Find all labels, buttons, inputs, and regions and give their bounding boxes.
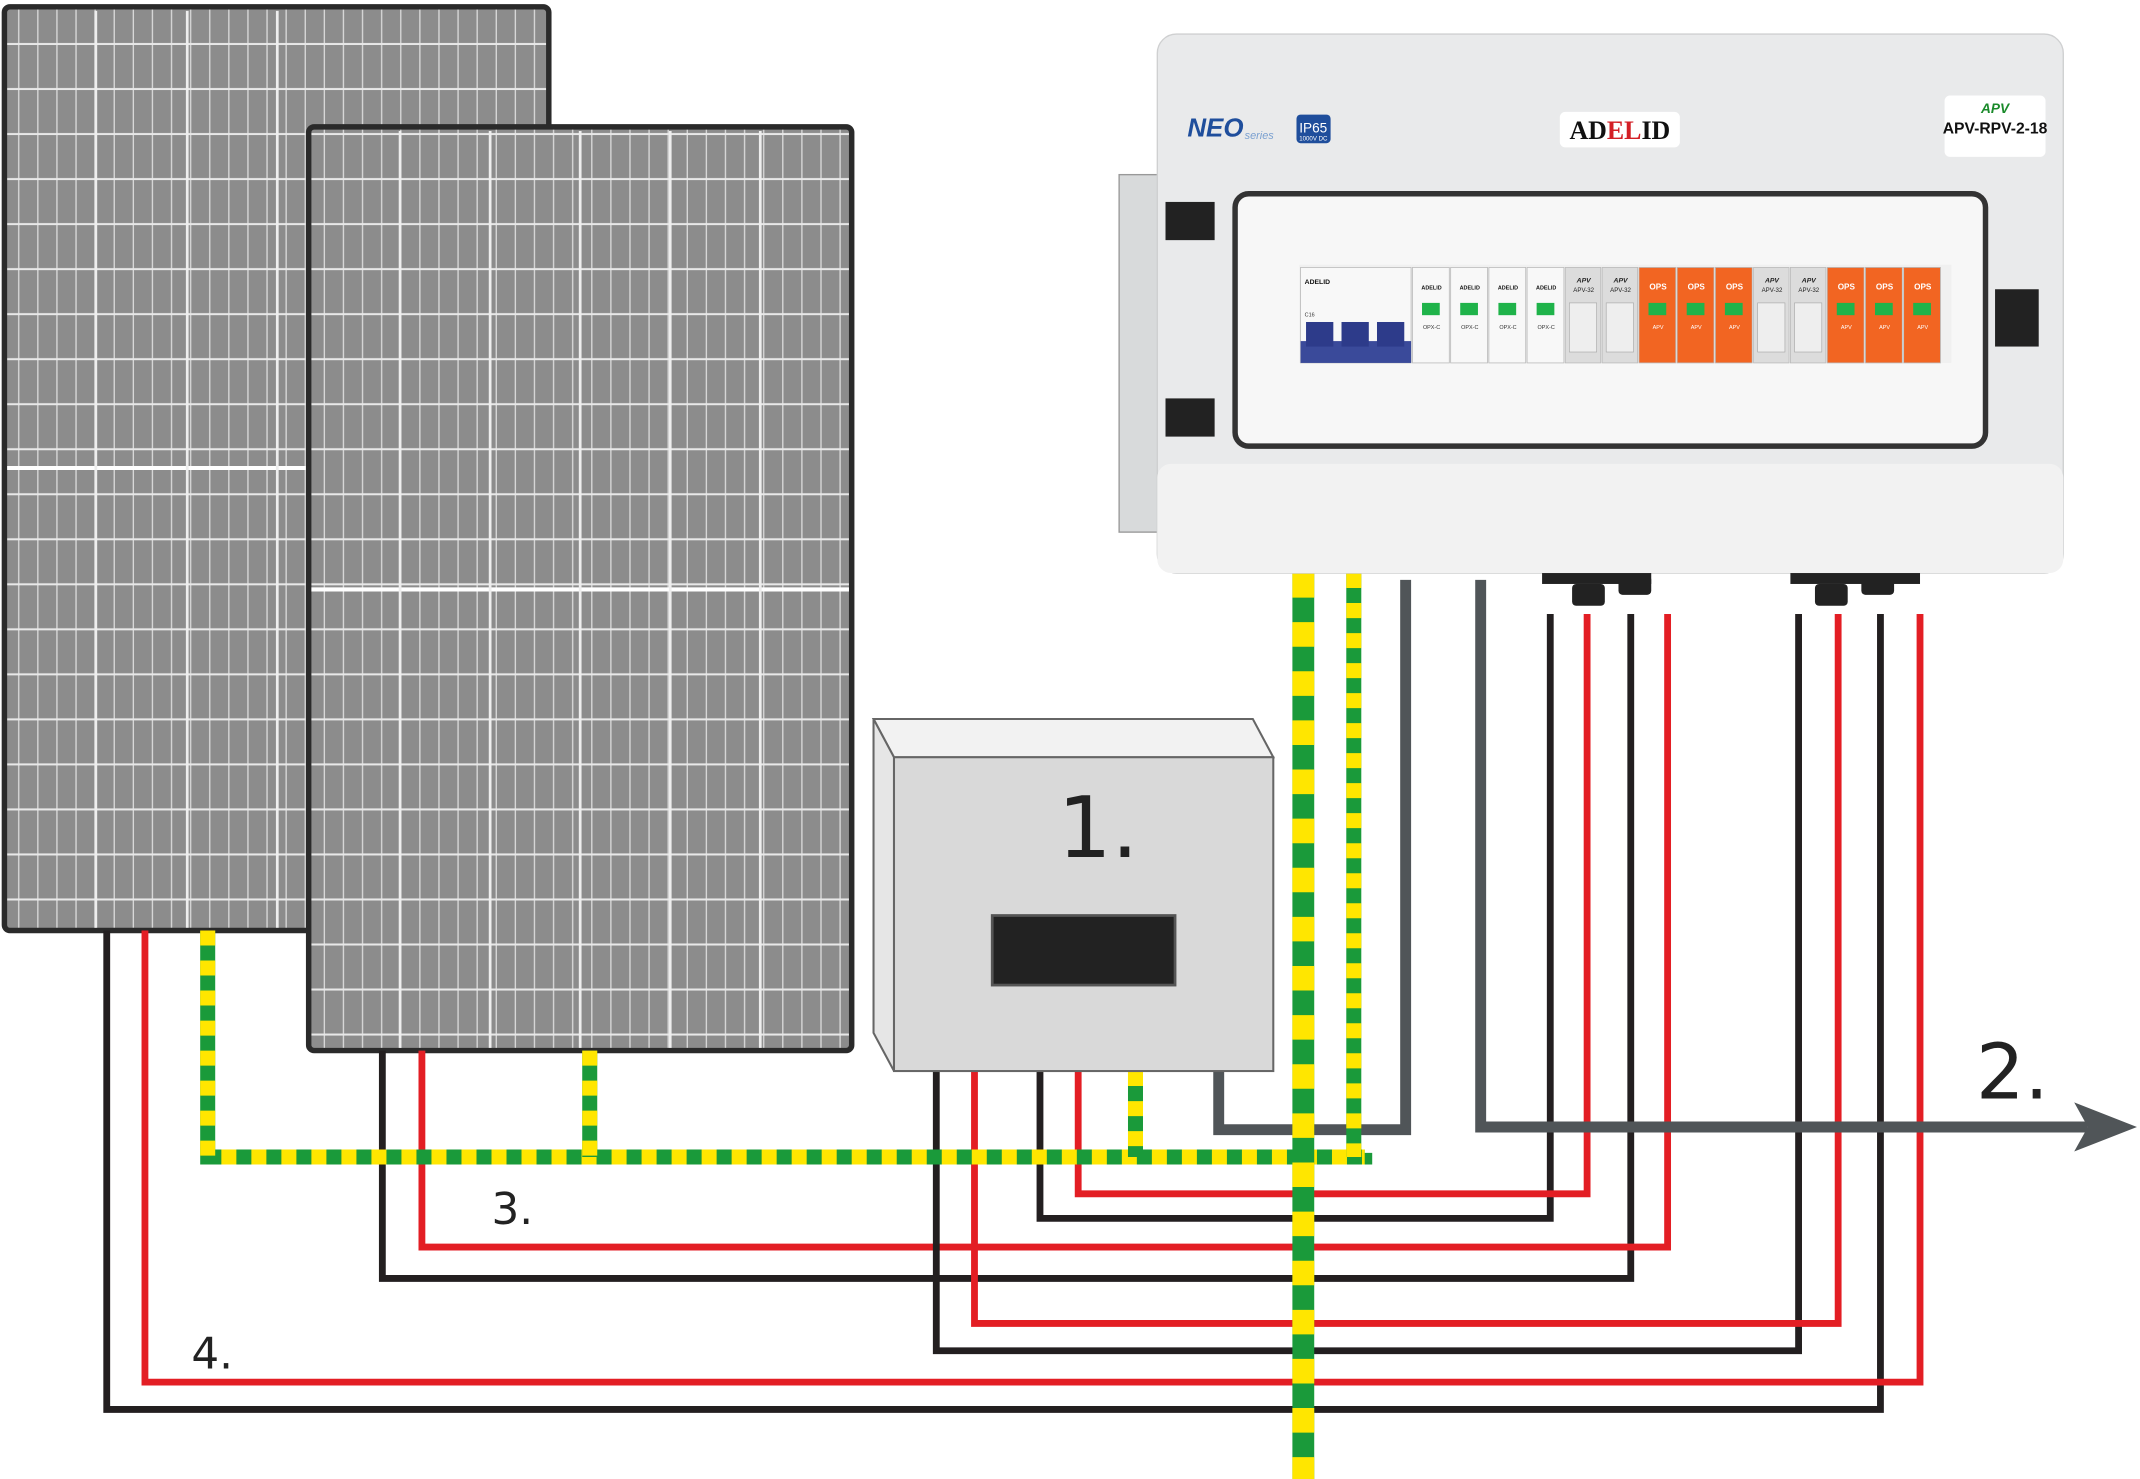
module-rating: C16 [1305,313,1315,319]
module-model: APV-32 [1798,287,1819,294]
module-brand: ADELID [1305,279,1330,286]
din-module-spd-white: ADELID OPX-C [1412,267,1450,364]
din-module-spd-orange: OPS APV [1826,267,1865,364]
module-brand: ADELID [1460,285,1480,291]
module-model: APV-32 [1610,287,1631,294]
inverter-positive-wire-b [1074,613,1591,1198]
label-earth: 3. [491,1184,533,1235]
string1-negative-wire [103,613,1884,1413]
series-badge: NEO series IP65 1000V DC [1187,114,1331,144]
module-brand: APV [1613,277,1629,284]
module-model: OPX-C [1499,325,1516,331]
module-brand: APV [1917,325,1928,331]
apv-logo: APV [1980,101,2011,116]
arrow-right-icon [2074,1102,2137,1152]
module-brand: APV [1691,325,1702,331]
module-brand: APV [1801,277,1817,284]
module-brand: APV [1576,277,1592,284]
wiring [103,573,2137,1479]
module-model: OPS [1876,282,1894,291]
module-model: OPX-C [1423,325,1440,331]
module-model: OPS [1688,282,1706,291]
inverter-display [990,914,1177,987]
inverter-box [871,718,1276,1073]
module-model: APV-32 [1573,287,1594,294]
model-label: APV-RPV-2-18 [1943,121,2048,138]
din-module-fuse: APV APV-32 [1601,267,1638,364]
din-module-fuse: APV APV-32 [1564,267,1602,364]
din-module-spd-white: ADELID OPX-C [1488,267,1527,364]
series-brand: NEO [1187,114,1243,142]
din-module-spd-white: ADELID OPX-C [1450,267,1488,364]
string2-positive-wire [418,613,1672,1251]
string1-positive-wire [141,613,1924,1386]
module-model: APV-32 [1762,287,1783,294]
brand-logo: ADELID [1569,116,1670,145]
inverter-positive-wire-a [971,613,1842,1327]
label-strings: 4. [191,1328,233,1379]
voltage-rating: 1000V DC [1299,136,1328,143]
din-module-spd-orange: OPS APV [1638,267,1677,364]
din-module-fuse: APV APV-32 [1753,267,1790,364]
module-model: OPS [1838,282,1856,291]
solar-panel-2 [305,124,855,1054]
ac-output-wire [1475,579,2088,1133]
module-brand: APV [1764,277,1780,284]
module-brand: APV [1841,325,1852,331]
module-model: OPS [1649,282,1667,291]
series-sub: series [1245,130,1275,142]
din-module-spd-orange: OPS APV [1903,267,1941,364]
module-model: OPS [1726,282,1744,291]
ip-rating: IP65 [1299,120,1327,135]
module-brand: APV [1879,325,1890,331]
module-model: OPX-C [1538,325,1555,331]
din-module-spd-orange: OPS APV [1676,267,1715,364]
din-module-spd-orange: OPS APV [1865,267,1903,364]
dc-combiner-enclosure: ADELID C16 ADELID OPX-C ADELID OPX-C ADELID OPX… [1118,33,2064,606]
din-module-spd-white: ADELID OPX-C [1526,267,1565,364]
module-model: OPS [1914,282,1932,291]
module-brand: APV [1729,325,1740,331]
module-brand: ADELID [1536,285,1556,291]
earth-wires [200,573,1373,1479]
label-output: 2. [1976,1028,2049,1117]
cable-glands [1542,573,1921,606]
din-module-spd-orange: OPS APV [1714,267,1753,364]
module-model: OPX-C [1461,325,1478,331]
din-module-mcb: ADELID C16 [1300,267,1412,364]
label-inverter: 1. [1058,778,1139,877]
din-module-fuse: APV APV-32 [1789,267,1827,364]
module-brand: ADELID [1421,285,1441,291]
module-brand: ADELID [1498,285,1518,291]
module-brand: APV [1653,325,1664,331]
din-rail-modules: ADELID C16 ADELID OPX-C ADELID OPX-C ADELID OPX… [1300,267,1941,364]
inverter-negative-wire-a [932,613,1802,1355]
